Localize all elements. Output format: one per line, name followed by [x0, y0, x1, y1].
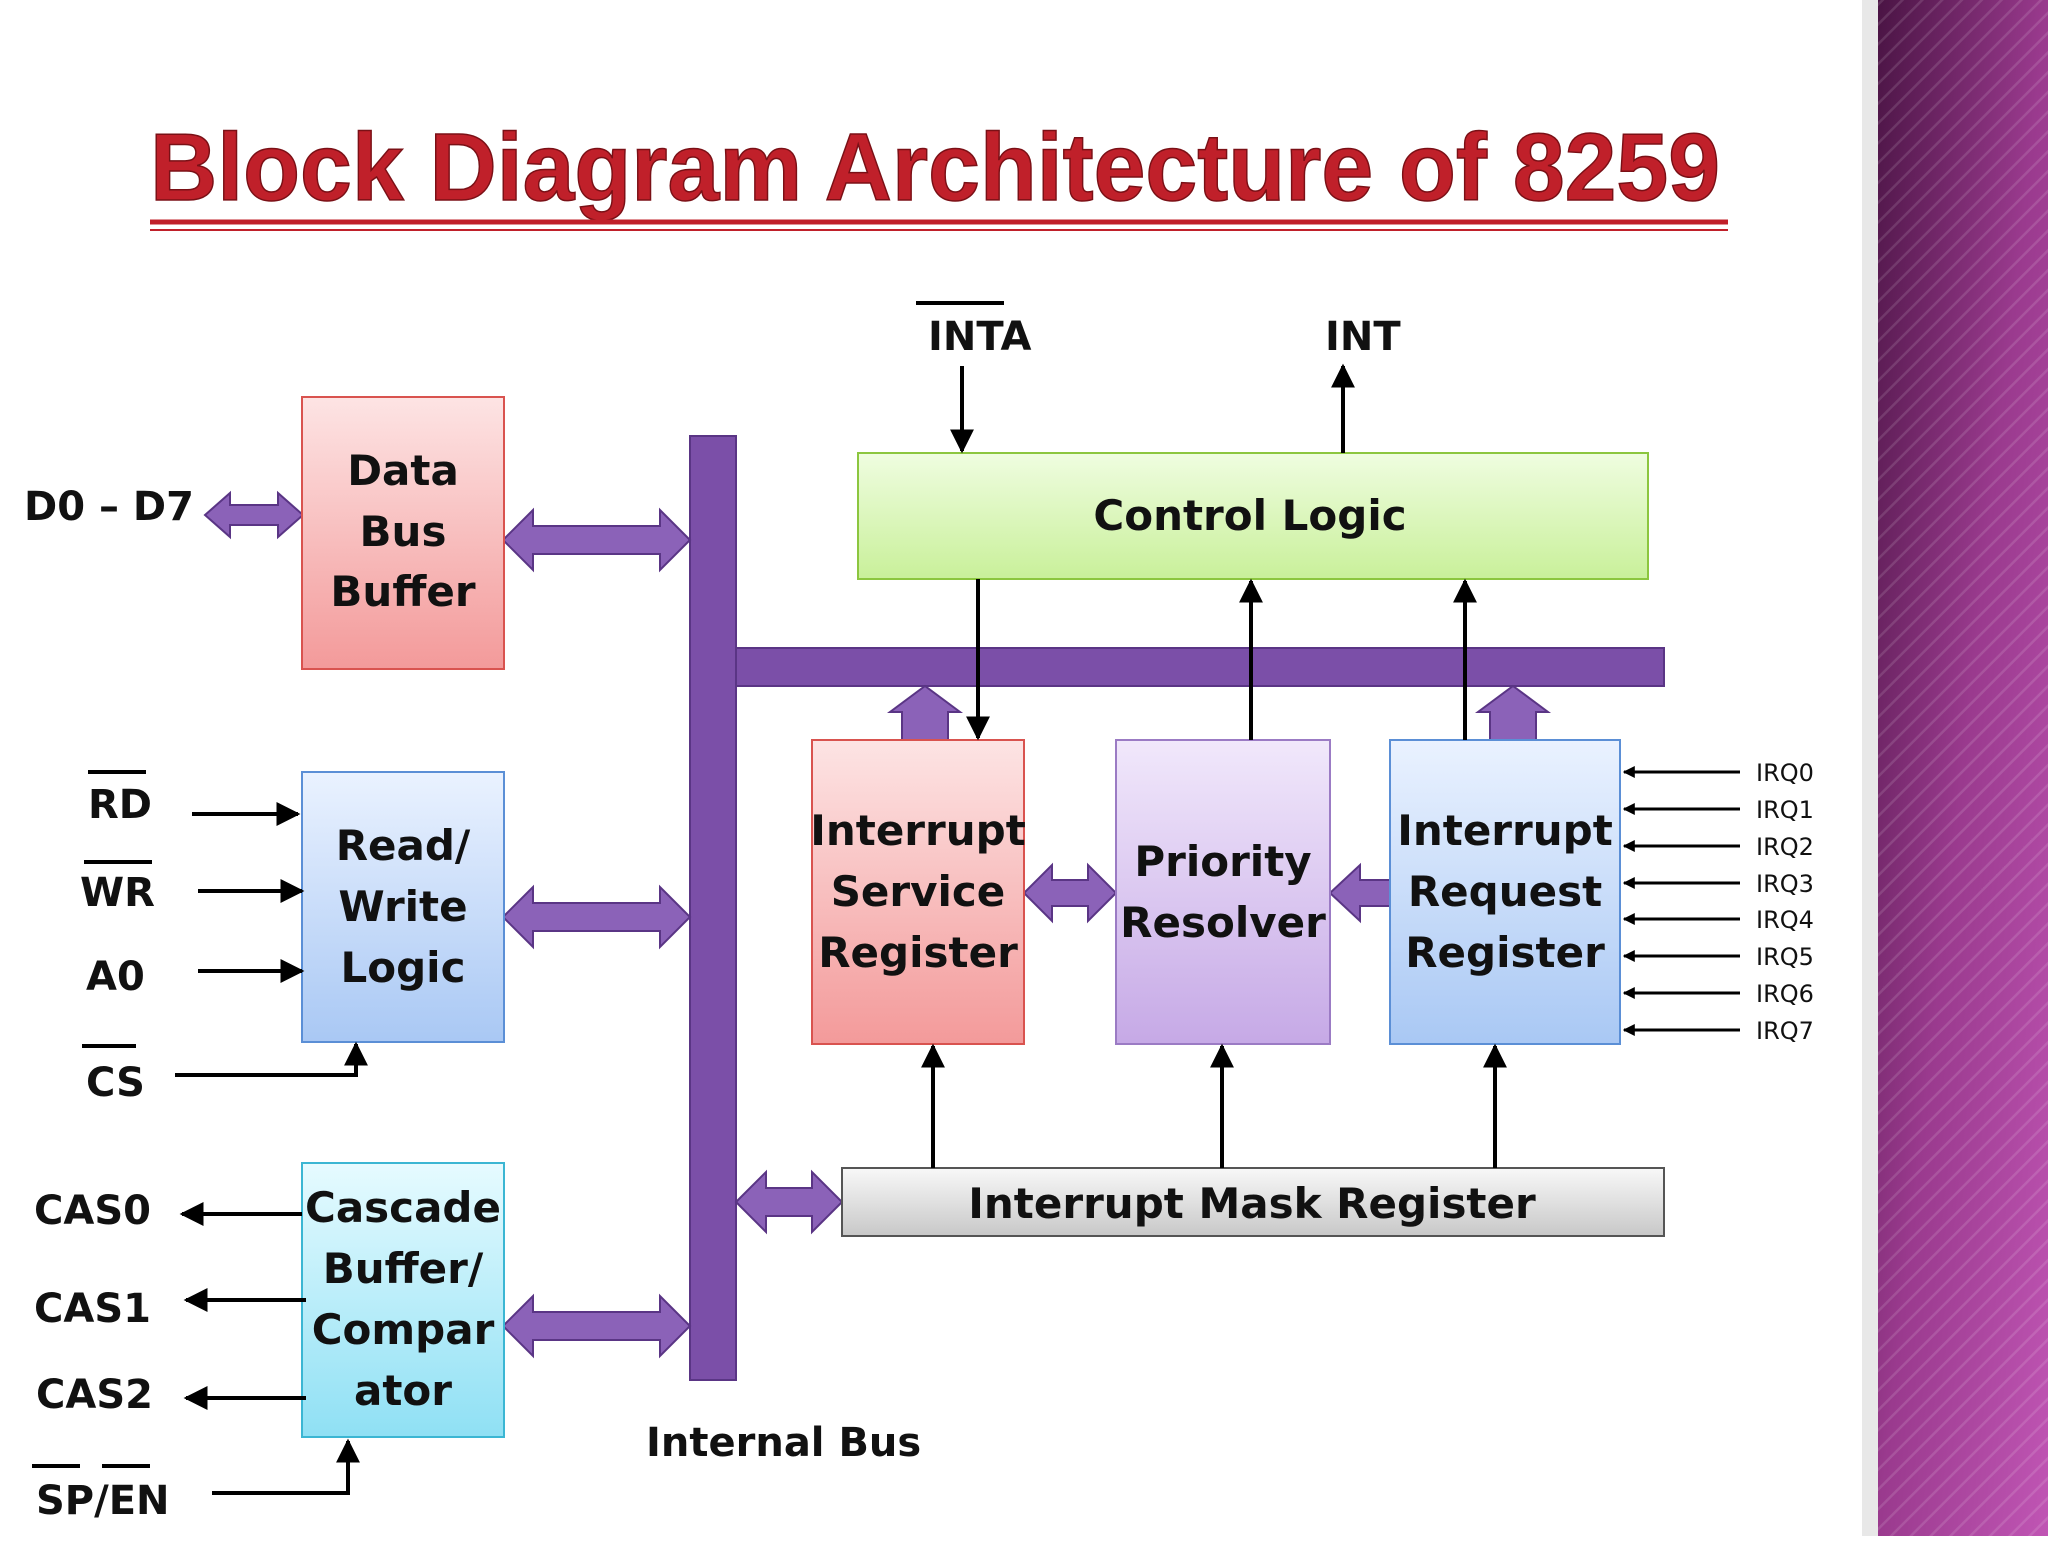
wr-label: WR — [80, 870, 155, 916]
isr-line1: Interrupt — [810, 806, 1026, 855]
priority-line2: Resolver — [1120, 898, 1326, 947]
irr-bus-up-arrow — [1474, 684, 1552, 741]
cas2-label: CAS2 — [36, 1372, 153, 1418]
data-bus-buffer-block: Data Bus Buffer — [301, 396, 505, 670]
priority-line1: Priority — [1134, 837, 1311, 886]
isr-line3: Register — [818, 928, 1018, 977]
d0-d7-label: D0 – D7 — [24, 484, 194, 530]
irq2-label: IRQ2 — [1756, 833, 1814, 861]
irq5-label: IRQ5 — [1756, 943, 1814, 971]
irq-labels: IRQ0 IRQ1 IRQ2 IRQ3 IRQ4 IRQ5 IRQ6 IRQ7 — [1756, 759, 1814, 1045]
irr-block: Interrupt Request Register — [1389, 739, 1621, 1045]
priority-resolver-block: Priority Resolver — [1115, 739, 1331, 1045]
irr-line1: Interrupt — [1397, 806, 1613, 855]
panel-divider — [1862, 0, 1878, 1536]
cas0-label: CAS0 — [34, 1188, 151, 1234]
cascade-double-arrow — [501, 1293, 692, 1359]
irq0-label: IRQ0 — [1756, 759, 1814, 787]
a0-label: A0 — [86, 954, 145, 1000]
cs-label: CS — [86, 1060, 145, 1106]
isr-bus-up-arrow — [886, 684, 964, 741]
inta-label: INTA — [928, 314, 1032, 360]
data-bus-buffer-line3: Buffer — [330, 567, 475, 616]
isr-block: Interrupt Service Register — [810, 739, 1026, 1045]
data-bus-double-arrow — [501, 507, 692, 573]
cascade-line2: Buffer/ — [323, 1244, 484, 1293]
rw-logic-line3: Logic — [341, 943, 466, 992]
internal-bus-label: Internal Bus — [646, 1420, 921, 1466]
rw-logic-line1: Read/ — [336, 821, 471, 870]
control-logic-block: Control Logic — [857, 452, 1649, 580]
data-bus-buffer-line2: Bus — [360, 507, 447, 556]
irq4-label: IRQ4 — [1756, 906, 1814, 934]
imr-double-arrow — [734, 1169, 844, 1235]
sp-en-label: SP/EN — [36, 1478, 170, 1524]
isr-priority-double-arrow — [1022, 862, 1118, 924]
control-logic-label: Control Logic — [1093, 491, 1406, 540]
int-label: INT — [1325, 314, 1401, 360]
cascade-line1: Cascade — [305, 1183, 501, 1232]
data-bus-buffer-line1: Data — [347, 446, 459, 495]
cs-arrow — [175, 1041, 368, 1077]
cascade-line4: ator — [354, 1366, 452, 1415]
irq3-label: IRQ3 — [1756, 870, 1814, 898]
imr-label: Interrupt Mask Register — [968, 1179, 1536, 1228]
irq-lines — [1622, 766, 1740, 1036]
cas1-label: CAS1 — [34, 1286, 151, 1332]
cascade-line3: Compar — [312, 1305, 495, 1354]
side-panel-pattern — [1878, 0, 2048, 1536]
signal-lines — [175, 363, 1507, 1495]
internal-bus-vertical — [689, 435, 737, 1381]
rw-logic-double-arrow — [501, 884, 692, 950]
irr-line2: Request — [1408, 867, 1602, 916]
read-write-logic-block: Read/ Write Logic — [301, 771, 505, 1043]
internal-bus-horizontal — [735, 647, 1665, 687]
rd-label: RD — [88, 782, 152, 828]
irq7-label: IRQ7 — [1756, 1017, 1814, 1045]
irq1-label: IRQ1 — [1756, 796, 1814, 824]
rw-logic-line2: Write — [338, 882, 467, 931]
page-title: Block Diagram Architecture of 8259 — [150, 114, 1720, 221]
sp-en-arrow — [212, 1438, 360, 1495]
irr-line3: Register — [1405, 928, 1605, 977]
irq6-label: IRQ6 — [1756, 980, 1814, 1008]
isr-line2: Service — [831, 867, 1006, 916]
irr-priority-arrow — [1328, 862, 1391, 924]
d0-d7-double-arrow — [203, 490, 305, 540]
cascade-buffer-block: Cascade Buffer/ Compar ator — [301, 1162, 505, 1438]
imr-block: Interrupt Mask Register — [841, 1167, 1665, 1237]
